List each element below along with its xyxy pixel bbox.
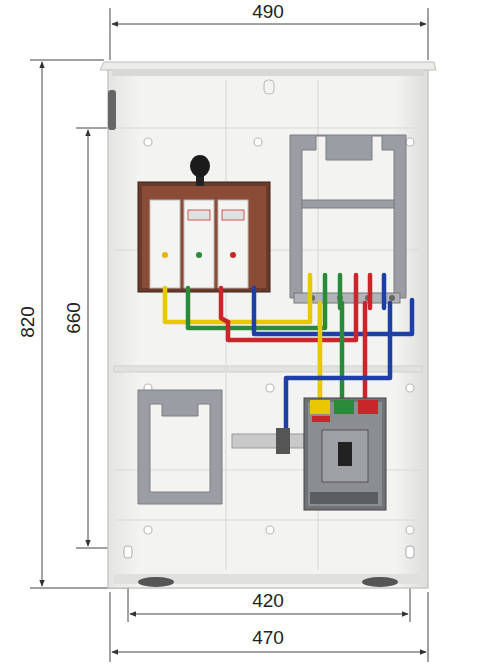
- circuit-breaker: [338, 442, 352, 466]
- mounting-grid: [254, 138, 262, 146]
- mounting-grid: [144, 138, 152, 146]
- circuit-breaker: [308, 402, 382, 506]
- wires: [368, 275, 373, 308]
- dimension-label: 490: [250, 2, 286, 22]
- wires: [382, 275, 387, 308]
- circuit-breaker: [304, 398, 386, 510]
- wires: [165, 275, 412, 430]
- enclosure-body: [100, 62, 436, 70]
- enclosure-body: [108, 90, 116, 130]
- enclosure-body: [112, 70, 424, 76]
- wires: [221, 288, 228, 322]
- circuit-breaker: [310, 400, 330, 414]
- mounting-grid: [406, 384, 414, 392]
- dimension-label: 660: [64, 300, 84, 336]
- fuse-switch: [230, 252, 236, 258]
- dimension-lines: [130, 614, 408, 615]
- circuit-breaker: [304, 398, 386, 510]
- mounting-grid: [266, 384, 274, 392]
- mounting-bracket: [290, 135, 406, 298]
- fuse-switch: [196, 252, 202, 258]
- dimension-label: 470: [250, 628, 286, 648]
- circuit-breaker: [322, 430, 368, 482]
- fuse-switch: [188, 210, 210, 220]
- circuit-breaker: [358, 400, 378, 414]
- dimension-lines: [112, 24, 426, 25]
- mounting-grid: [406, 526, 414, 534]
- mounting-bracket: [302, 200, 394, 208]
- mounting-grid: [266, 526, 274, 534]
- dimension-lines: [42, 62, 43, 586]
- fuse-switch: [142, 186, 266, 288]
- wires: [318, 303, 323, 400]
- fuse-switch: [138, 155, 270, 292]
- busbar: [389, 295, 395, 301]
- dimension-lines: [428, 8, 429, 60]
- fuse-switch: [218, 200, 248, 288]
- wires: [188, 275, 325, 328]
- wires: [340, 303, 345, 400]
- fuse-switch: [162, 252, 168, 258]
- mounting-grid: [116, 80, 420, 570]
- fuse-switch: [222, 210, 244, 220]
- fuse-switch: [150, 200, 180, 288]
- dimension-lines: [112, 652, 426, 653]
- dimension-lines: [110, 8, 111, 60]
- din-rail: [232, 428, 304, 454]
- mounting-grid: [116, 127, 420, 128]
- enclosure-body: [124, 546, 132, 558]
- enclosure-body: [114, 366, 422, 372]
- circuit-breaker: [310, 492, 378, 504]
- dimension-lines: [428, 592, 429, 662]
- mounting-bracket: [138, 390, 222, 504]
- dimension-lines: [88, 130, 89, 546]
- fuse-switch: [184, 200, 214, 288]
- enclosure-body: [362, 577, 398, 587]
- enclosure-body: [406, 546, 414, 558]
- dimension-lines: [30, 8, 428, 662]
- wires: [363, 303, 368, 400]
- dimension-lines: [110, 592, 111, 662]
- wires: [286, 303, 390, 430]
- enclosure-body: [108, 66, 428, 588]
- enclosure-body: [264, 80, 274, 94]
- enclosure-body: [100, 62, 436, 588]
- mounting-grid: [406, 138, 414, 146]
- mounting-grid: [144, 526, 152, 534]
- dimension-lines: [30, 60, 104, 61]
- circuit-breaker: [312, 416, 330, 422]
- dimension-label: 820: [18, 304, 38, 340]
- fuse-switch: [138, 182, 270, 292]
- wires: [228, 275, 356, 340]
- circuit-breaker: [334, 400, 354, 414]
- mounting-bracket: [138, 390, 222, 504]
- mounting-bracket: [290, 135, 406, 298]
- fuse-switch: [190, 155, 210, 177]
- dimension-label: 420: [250, 591, 286, 611]
- din-rail: [232, 434, 304, 448]
- enclosure-body: [138, 577, 174, 587]
- mounting-grid: [116, 519, 420, 520]
- din-rail: [276, 428, 290, 454]
